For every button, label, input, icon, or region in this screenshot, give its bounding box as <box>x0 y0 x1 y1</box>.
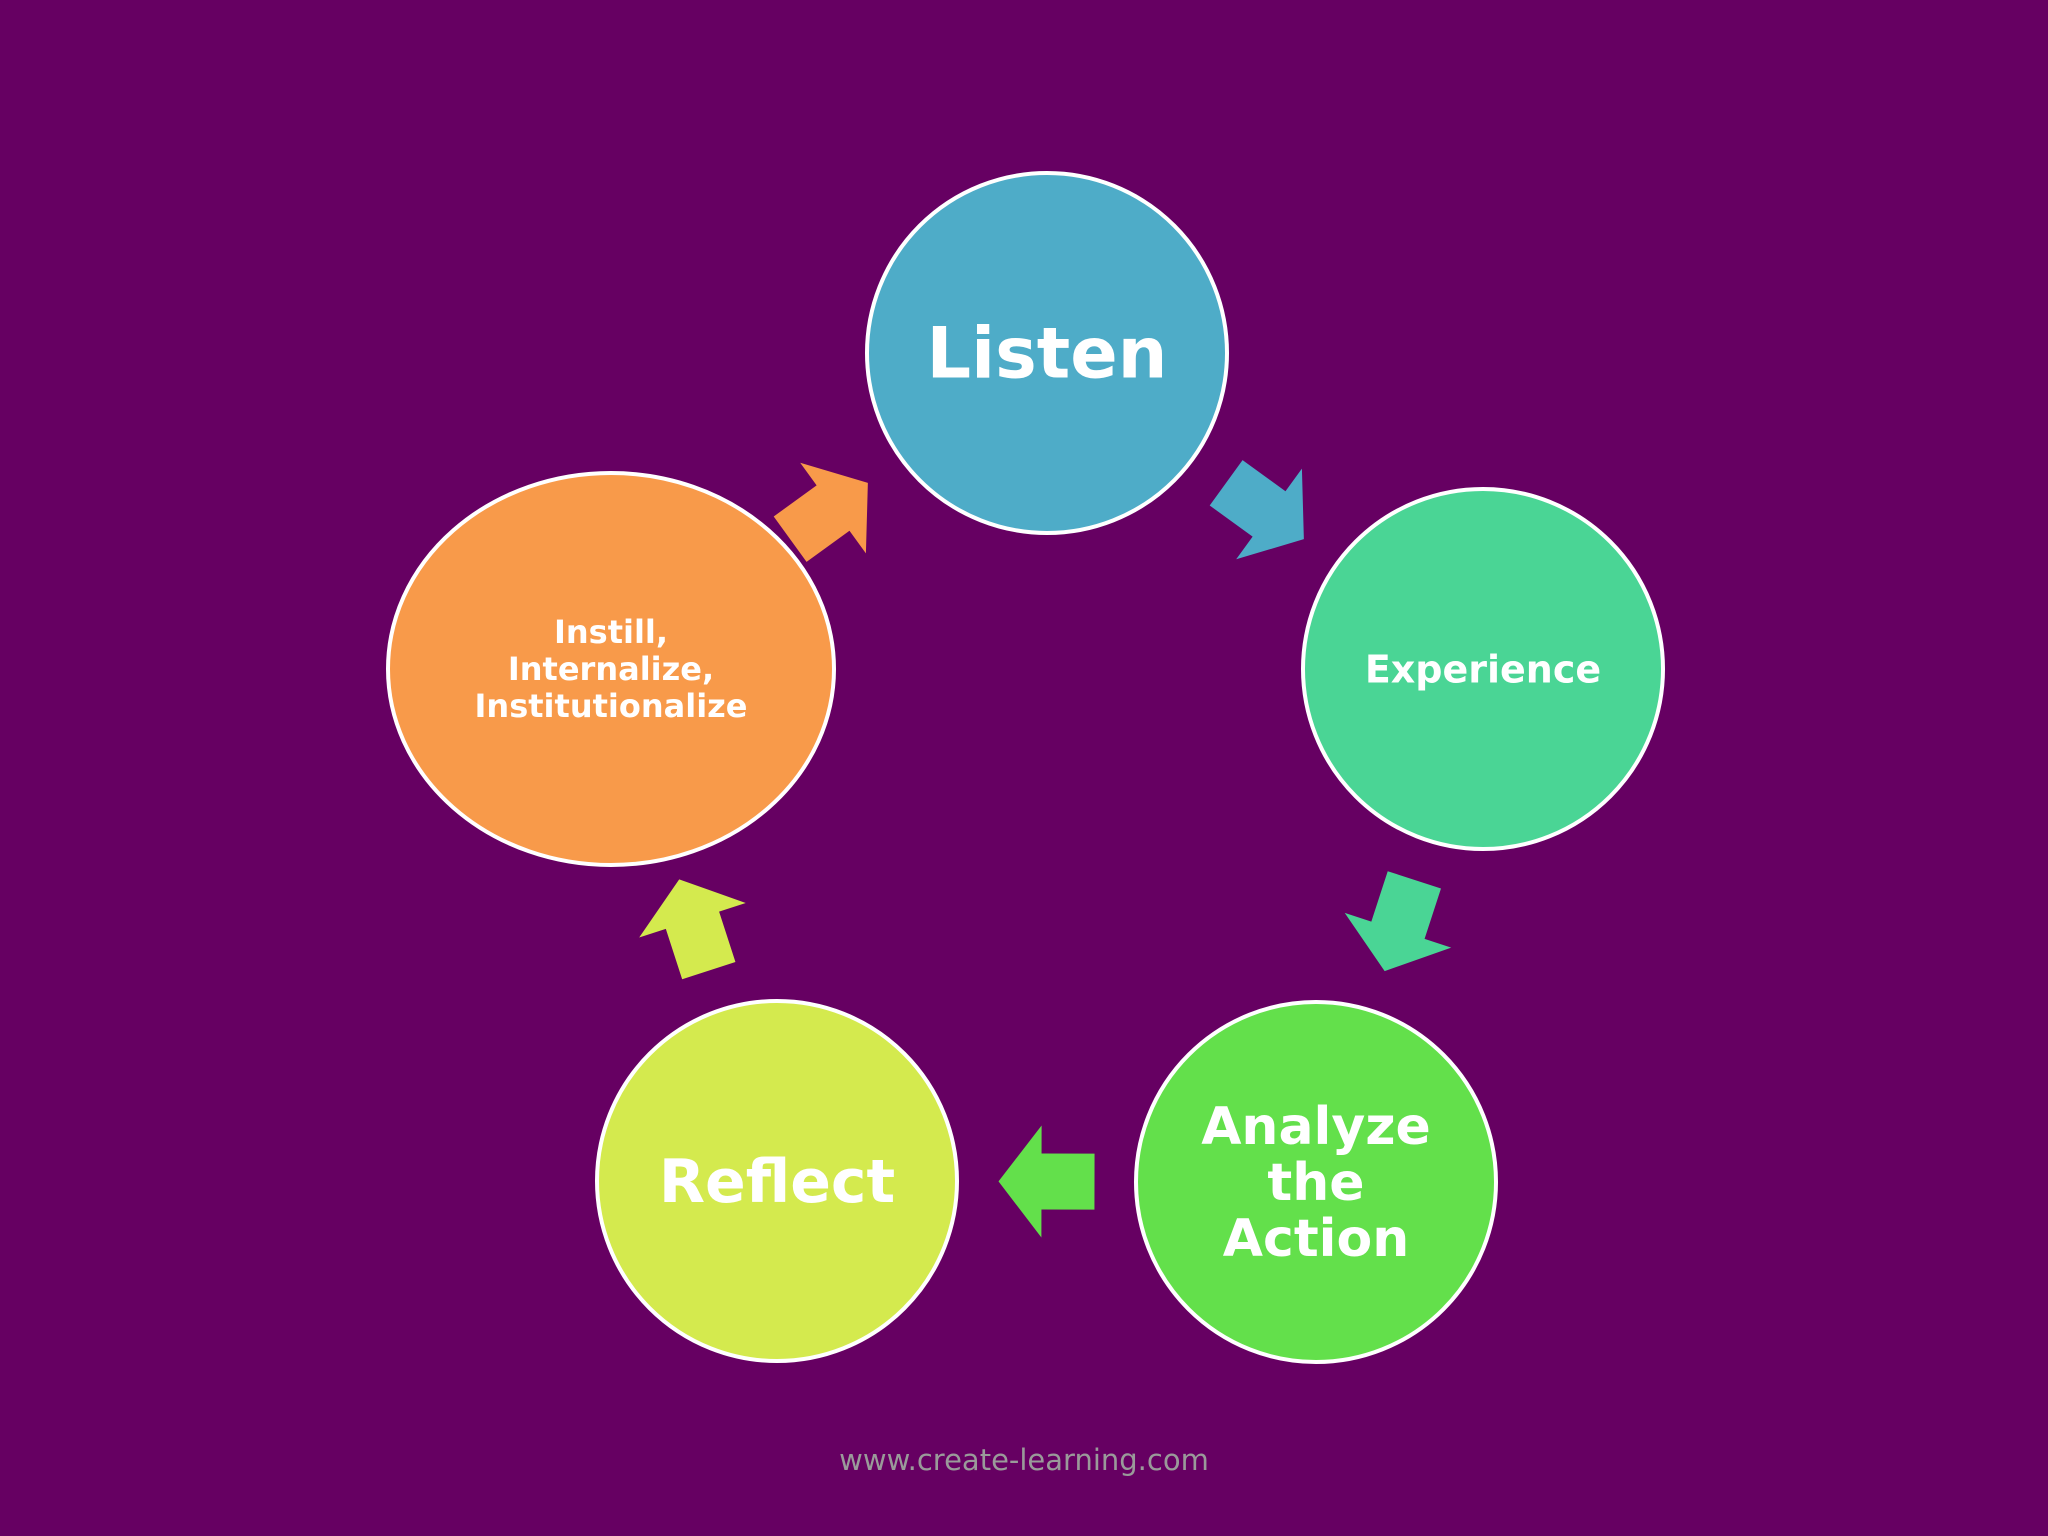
node-analyze-line: Analyze <box>1201 1097 1431 1157</box>
arrow-reflect-to-instill <box>639 879 746 980</box>
node-reflect-line: Reflect <box>659 1147 895 1217</box>
node-experience-line: Experience <box>1365 647 1601 691</box>
arrow-experience-to-analyze <box>1344 871 1452 972</box>
node-instill-line: Internalize, <box>508 650 714 688</box>
node-listen-label: Listen <box>926 313 1167 395</box>
node-analyze-line: Action <box>1223 1209 1410 1269</box>
node-experience-label: Experience <box>1365 647 1601 691</box>
node-experience: Experience <box>1301 487 1665 851</box>
node-listen-line: Listen <box>926 313 1167 395</box>
node-instill-line: Institutionalize <box>475 687 748 725</box>
node-listen: Listen <box>865 171 1229 535</box>
node-reflect: Reflect <box>595 999 959 1363</box>
arrow-listen-to-experience <box>1209 460 1304 560</box>
node-analyze-line: the <box>1267 1153 1364 1213</box>
footer-url: www.create-learning.com <box>839 1443 1209 1477</box>
node-instill: Instill,Internalize,Institutionalize <box>386 471 836 867</box>
node-instill-line: Instill, <box>554 613 668 651</box>
arrow-analyze-to-reflect <box>998 1125 1095 1238</box>
node-instill-label: Instill,Internalize,Institutionalize <box>475 613 748 725</box>
arrow-instill-to-listen <box>773 462 868 562</box>
node-reflect-label: Reflect <box>659 1147 895 1217</box>
